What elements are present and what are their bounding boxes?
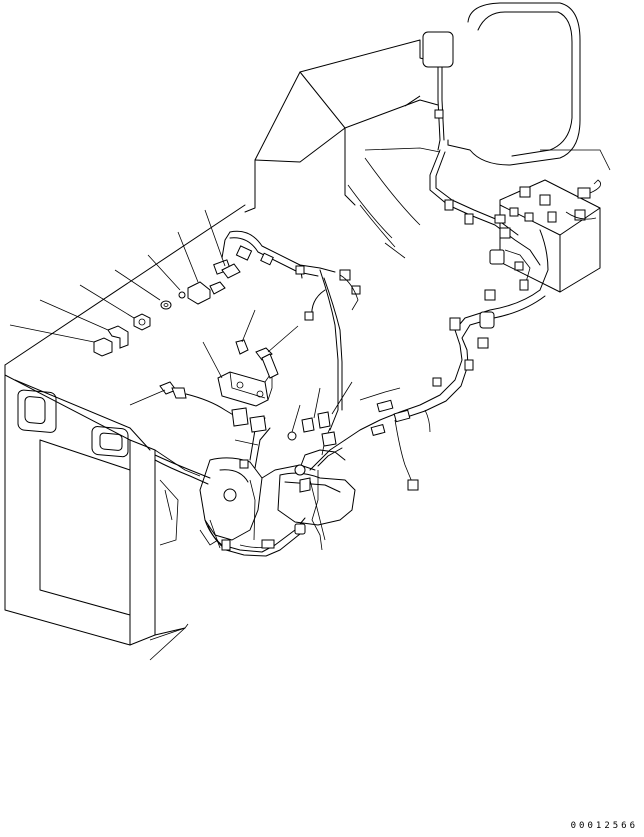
main-harness-front — [213, 230, 361, 431]
engine-harness — [154, 417, 346, 557]
callout-leader-lines — [9, 95, 421, 661]
rear-harness — [344, 289, 546, 491]
cab-floor-body — [244, 39, 441, 259]
exploded-parts — [93, 263, 241, 357]
mounting-bracket — [217, 339, 279, 407]
seat-harness — [422, 31, 549, 291]
sensor-cable — [159, 381, 267, 433]
front-frame — [4, 204, 246, 646]
engine-block — [199, 427, 356, 551]
operator-seat — [447, 2, 611, 171]
small-fittings — [287, 411, 337, 493]
battery-box — [499, 179, 602, 293]
document-number: 00012566 — [570, 821, 638, 831]
